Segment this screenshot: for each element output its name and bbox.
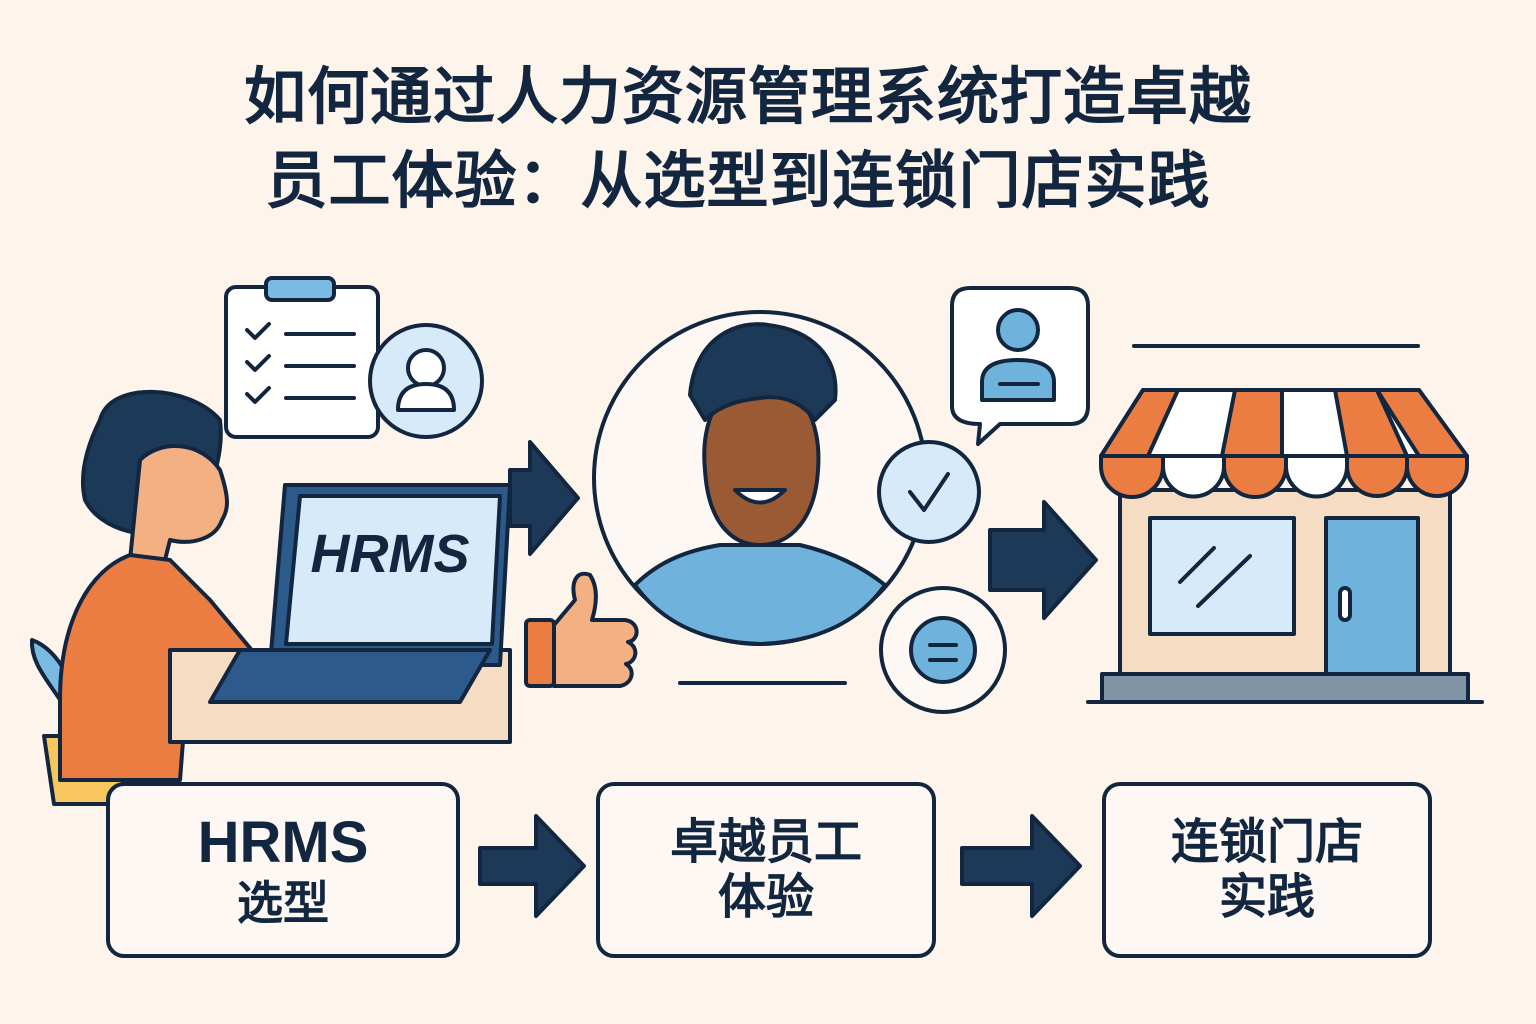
flow-step-chain-store-practice: 连锁门店 实践: [1102, 782, 1432, 958]
flow-step-3-line-1: 连锁门店: [1170, 813, 1363, 870]
chat-bubble-icon: [879, 586, 1007, 714]
profile-card-bubble-icon: [950, 286, 1090, 446]
user-profile-icon: [368, 323, 484, 439]
flow-step-employee-experience: 卓越员工 体验: [596, 782, 936, 958]
flow-step-3-line-2: 实践: [1218, 869, 1315, 925]
title-line-1: 如何通过人力资源管理系统打造卓越: [243, 60, 1252, 133]
flow-step-2-line-2: 体验: [717, 869, 814, 925]
employee-avatar: [592, 310, 928, 646]
laptop-screen-text: HRMS: [311, 524, 470, 584]
arrow-icon: [988, 500, 1098, 620]
flow-arrow-1: [478, 814, 586, 918]
thumbs-up-icon: [524, 571, 639, 688]
arrow-icon: [508, 440, 580, 556]
page-title: 如何通过人力资源管理系统打造卓越 员工体验：从选型到连锁门店实践: [0, 55, 1536, 223]
check-circle-icon: [877, 440, 981, 544]
flow-arrow-2: [960, 814, 1082, 918]
laptop: [208, 483, 512, 704]
clipboard-checklist-icon: [224, 276, 380, 439]
storefront-icon: [1086, 388, 1484, 704]
flow-step-1-line-2: 选型: [237, 875, 329, 930]
flow-step-2-line-1: 卓越员工: [669, 813, 862, 870]
flow-step-1-line-1: HRMS: [197, 810, 369, 876]
title-line-2: 员工体验：从选型到连锁门店实践: [265, 144, 1211, 217]
flow-step-hrms-selection: HRMS 选型: [106, 782, 460, 958]
